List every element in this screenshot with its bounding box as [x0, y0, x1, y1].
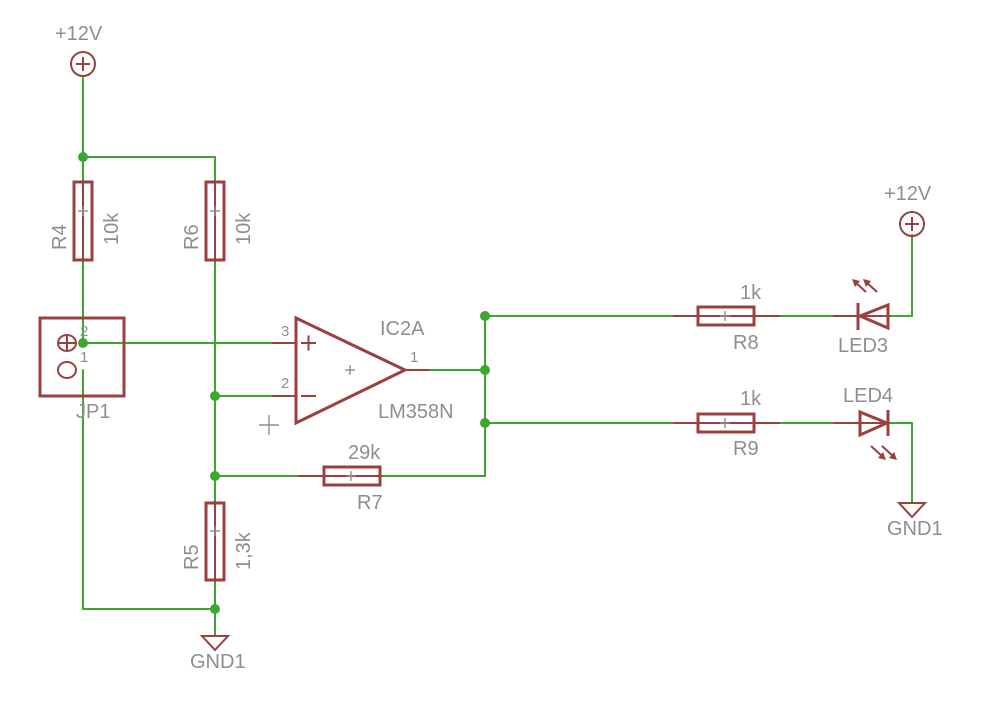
resistor-r9: 1k R9	[673, 388, 780, 460]
opamp-pin-plus-number: 3	[281, 323, 289, 340]
wires	[82, 77, 913, 637]
r8-body	[696, 305, 756, 327]
gnd-symbol-left: GND1	[190, 635, 246, 673]
gnd-symbol-right: GND1	[887, 502, 943, 540]
junction-dot	[78, 152, 88, 162]
junction-dot	[480, 311, 490, 321]
led3-arrowhead	[852, 279, 860, 287]
jp1-pin2-number: 2	[80, 323, 88, 340]
resistor-r4: R4 10k	[49, 180, 123, 262]
junction-dot	[210, 471, 220, 481]
r4-name-label: R4	[49, 224, 71, 250]
junction-dot	[210, 604, 220, 614]
r9-value-label: 1k	[740, 388, 762, 410]
jp1-pin1-number: 1	[80, 349, 88, 366]
jp1-pin1-pad	[57, 361, 77, 379]
junction-dot	[480, 365, 490, 375]
r8-value-label: 1k	[740, 282, 762, 304]
r9-body	[696, 412, 756, 434]
led4-name-label: LED4	[843, 385, 893, 407]
r5-value-label: 1,3k	[233, 531, 255, 570]
jp1-body	[38, 316, 126, 398]
r5-body	[204, 501, 226, 582]
gnd-left-label: GND1	[190, 651, 246, 673]
led4: LED4	[833, 385, 897, 460]
led3-triangle	[856, 302, 890, 331]
led3-arrowhead	[863, 279, 871, 287]
junctions	[78, 152, 490, 614]
r4-body	[72, 180, 94, 262]
gnd-right-label: GND1	[887, 518, 943, 540]
opamp-value-label: LM358N	[378, 401, 454, 423]
r7-name-label: R7	[357, 492, 383, 514]
led4-triangle	[858, 409, 891, 438]
led3-name-label: LED3	[838, 335, 888, 357]
r9-name-label: R9	[733, 438, 759, 460]
opamp-pin-out-number: 1	[410, 349, 418, 366]
r4-value-label: 10k	[101, 212, 123, 245]
gnd-triangle	[199, 635, 231, 652]
vcc-symbol-top: +12V	[55, 23, 103, 77]
opamp-ic2a: 3 2 1 IC2A LM358N	[272, 315, 454, 426]
resistor-r7: 29k R7	[298, 442, 383, 514]
junction-dot	[480, 418, 490, 428]
led4-arrowhead	[889, 452, 897, 460]
resistor-r6: R6 10k	[181, 180, 255, 262]
r6-value-label: 10k	[233, 212, 255, 245]
r7-body	[322, 465, 382, 487]
vcc-symbol-right: +12V	[884, 183, 932, 237]
opamp-pin-minus-number: 2	[281, 375, 289, 392]
resistor-r5: R5 1,3k	[181, 501, 255, 582]
r6-body	[204, 180, 226, 262]
resistor-r8: 1k R8	[673, 282, 780, 354]
opamp-triangle	[294, 315, 409, 426]
led3: LED3	[833, 279, 890, 357]
vcc-top-label: +12V	[55, 23, 103, 45]
r5-name-label: R5	[181, 544, 203, 570]
vcc-right-label: +12V	[884, 183, 932, 205]
vcc-circle	[899, 211, 925, 237]
led4-arrowhead	[878, 452, 886, 460]
vcc-circle	[70, 51, 96, 77]
r8-name-label: R8	[733, 332, 759, 354]
opamp-name-label: IC2A	[380, 318, 425, 340]
gnd-triangle	[896, 502, 928, 519]
jp1-name-label: JP1	[76, 401, 110, 423]
r6-name-label: R6	[181, 224, 203, 250]
junction-dot	[210, 391, 220, 401]
r7-value-label: 29k	[348, 442, 381, 464]
junction-dot	[78, 338, 88, 348]
crosshair-cursor-icon	[259, 415, 279, 435]
connector-jp1: 2 1 JP1	[38, 316, 126, 423]
